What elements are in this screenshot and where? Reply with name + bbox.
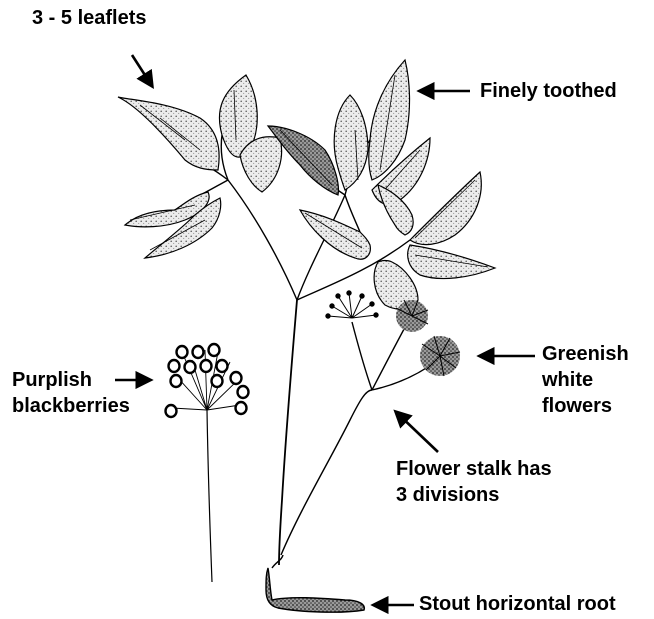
arrow-stalk — [396, 412, 438, 452]
label-flowers-line2: white — [542, 368, 593, 393]
root — [266, 555, 364, 612]
arrow-leaflets — [132, 55, 152, 86]
label-berries-line1: Purplish — [12, 368, 92, 393]
label-leaflets: 3 - 5 leaflets — [32, 6, 147, 31]
label-flowers-line1: Greenish — [542, 342, 629, 367]
berry-cluster — [166, 344, 249, 582]
label-stalk-line2: 3 divisions — [396, 483, 499, 508]
label-flowers-line3: flowers — [542, 394, 612, 419]
leaf-group-left — [118, 75, 282, 258]
leaf-group-top — [268, 60, 430, 204]
label-berries-line2: blackberries — [12, 394, 130, 419]
label-stalk-line1: Flower stalk has — [396, 457, 552, 482]
label-root: Stout horizontal root — [419, 592, 616, 617]
flower-stalk — [281, 318, 438, 555]
label-finely-toothed: Finely toothed — [480, 79, 617, 104]
